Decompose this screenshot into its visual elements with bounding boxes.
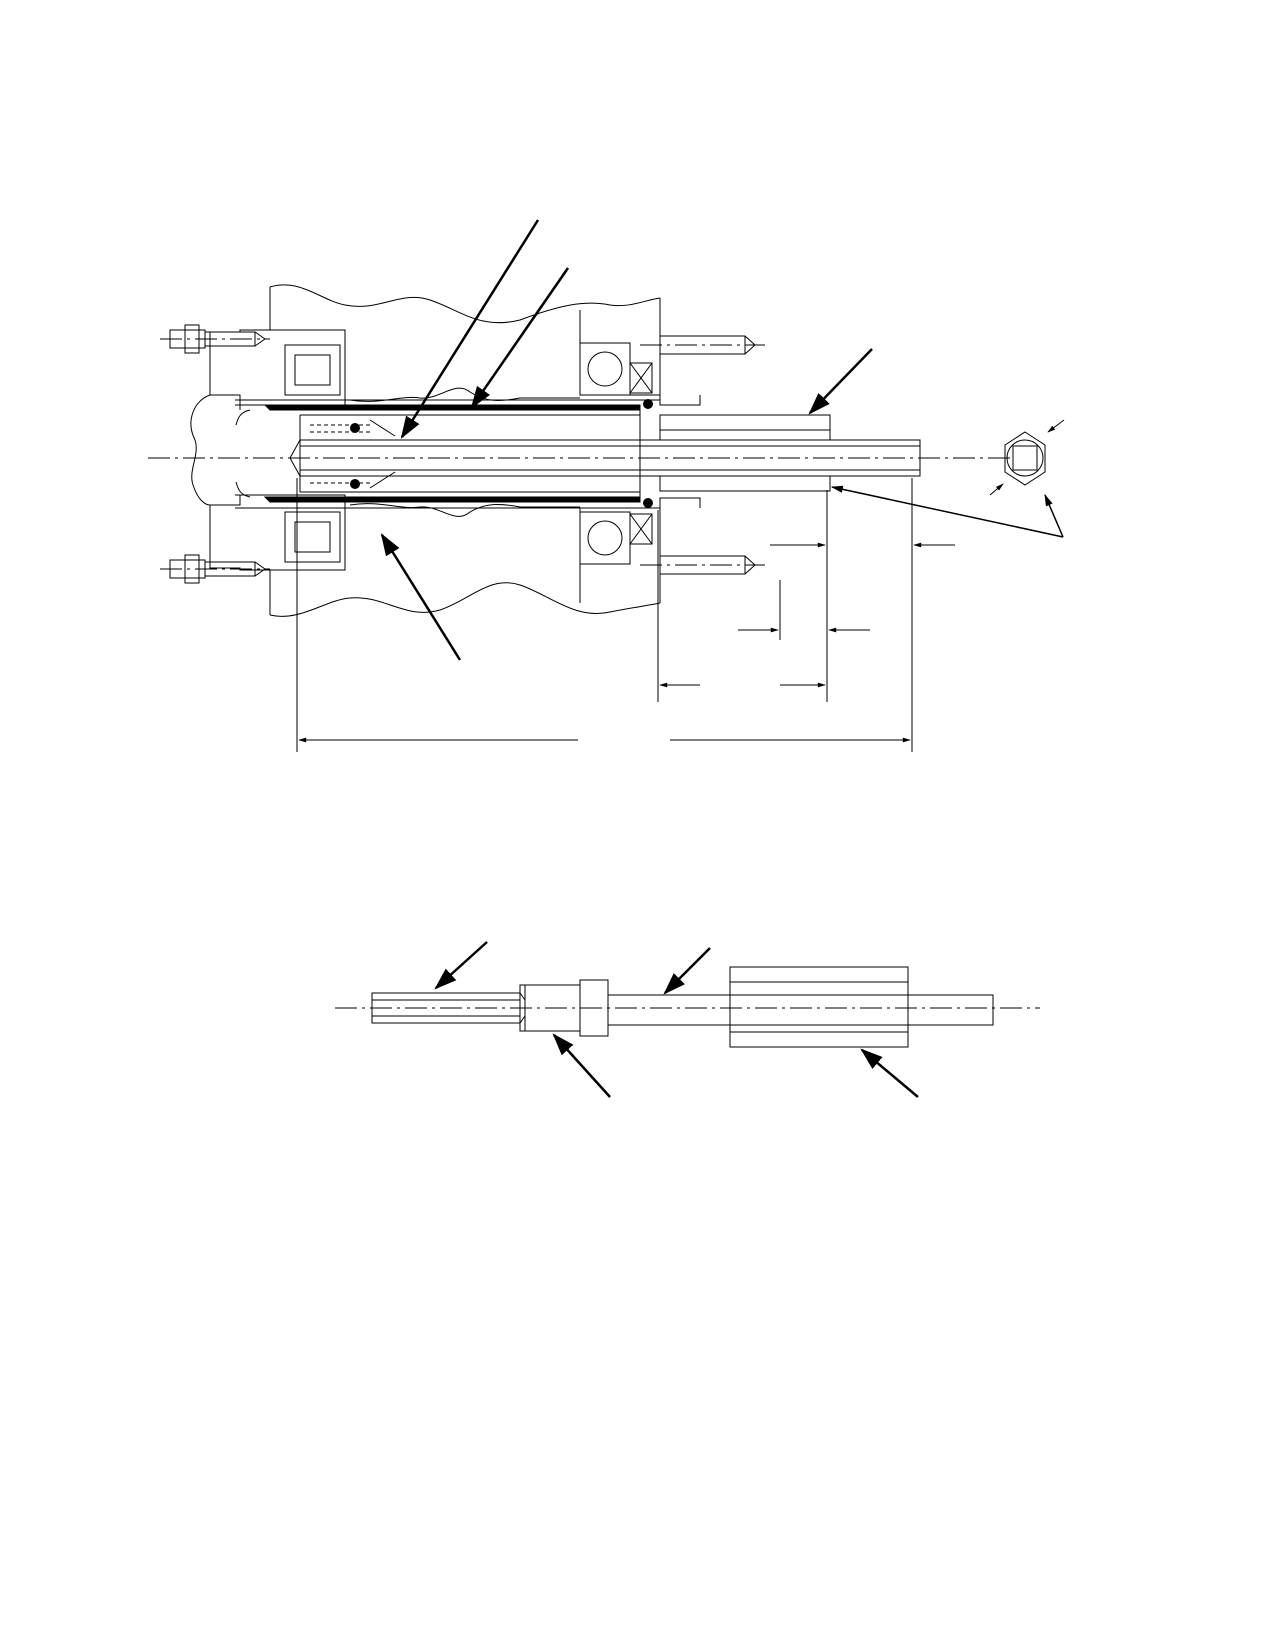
assembly-section-view — [148, 219, 1065, 752]
left-bearing-top — [284, 344, 341, 396]
part-block — [729, 966, 909, 1048]
left-stud-bottom — [160, 554, 270, 584]
right-ball-bearing-bottom — [579, 511, 653, 565]
left-bearing-bottom — [284, 511, 341, 563]
leader-block — [860, 1048, 919, 1098]
hex-end-view — [989, 419, 1065, 496]
leader-coupling — [808, 348, 873, 415]
leader-hex — [1044, 493, 1064, 538]
coupling-adapter — [659, 414, 831, 492]
leader-pilot-shaft — [434, 941, 488, 990]
sleeve-section — [235, 399, 660, 509]
exploded-parts-view — [335, 941, 1040, 1098]
housing — [190, 284, 701, 617]
leader-bushing — [552, 1033, 611, 1098]
o-ring-dot — [350, 423, 360, 433]
o-ring-dot — [350, 479, 360, 489]
inner-tube — [299, 410, 641, 497]
o-ring-dot — [643, 498, 653, 508]
leader-shaft — [400, 219, 540, 439]
leader-adapter-face — [830, 485, 1064, 538]
right-ball-bearing-top — [579, 342, 653, 396]
right-stud-top — [640, 335, 765, 355]
leader-sleeve — [470, 267, 570, 409]
part-rod — [607, 994, 994, 1026]
leader-seal — [380, 533, 462, 661]
leader-lines — [380, 219, 1064, 661]
dimensions — [296, 478, 955, 752]
o-ring-dot — [643, 399, 653, 409]
right-stud-bottom — [640, 555, 765, 575]
leader-rod — [663, 947, 711, 995]
left-stud-top — [160, 324, 270, 354]
